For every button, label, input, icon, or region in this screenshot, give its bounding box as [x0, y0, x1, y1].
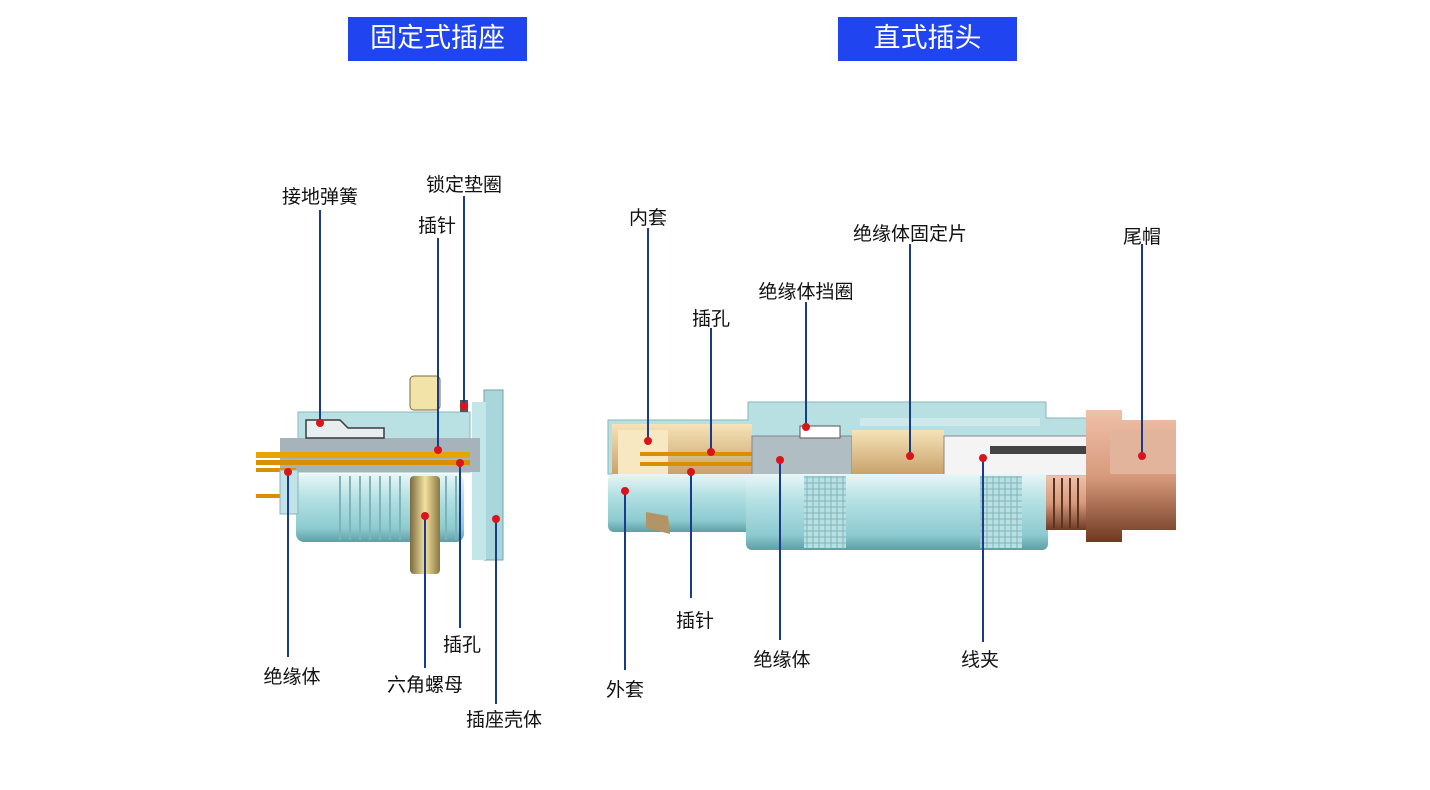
hex-nut-upper: [409, 375, 441, 411]
marker-right-socket: [707, 448, 715, 456]
label-right-insulator: 绝缘体: [753, 649, 811, 671]
marker-lock-washer: [460, 402, 468, 410]
marker-right-pin: [687, 468, 695, 476]
straight-plug-drawing: [607, 401, 1176, 550]
label-inner-sleeve: 内套: [628, 207, 668, 229]
left-pin-2: [256, 460, 470, 465]
left-pin-1: [256, 452, 470, 458]
marker-left-insulator: [284, 468, 292, 476]
label-outer-sleeve: 外套: [605, 679, 645, 701]
title-fixed-receptacle: 固定式插座: [348, 17, 527, 61]
marker-inner-sleeve: [644, 437, 652, 445]
receptacle-flange: [483, 389, 504, 561]
marker-receptacle-shell: [492, 515, 500, 523]
marker-outer-sleeve: [621, 487, 629, 495]
label-cable-clamp: 线夹: [960, 649, 1000, 671]
knurl-band-1: [804, 476, 846, 548]
right-markers: [621, 423, 1146, 495]
marker-left-socket: [456, 459, 464, 467]
label-left-socket: 插孔: [442, 634, 482, 656]
tail-cap-shape: [1086, 410, 1176, 542]
thread-section: [1046, 476, 1088, 530]
label-insulator-fixing-piece: 绝缘体固定片: [852, 223, 968, 245]
marker-insulator-fixing: [906, 452, 914, 460]
label-insulator-retainer: 绝缘体挡圈: [758, 281, 854, 303]
ground-spring-shape: [305, 419, 385, 439]
marker-hex-nut: [421, 512, 429, 520]
label-receptacle-shell: 插座壳体: [465, 709, 543, 731]
cable-clamp-shape: [943, 435, 1111, 477]
marker-tail-cap: [1138, 452, 1146, 460]
left-markers: [284, 402, 500, 523]
label-right-socket: 插孔: [691, 308, 731, 330]
label-right-pin: 插针: [675, 610, 715, 632]
label-left-insulator: 绝缘体: [263, 666, 321, 688]
outer-sleeve-barrel: [608, 474, 758, 532]
title-straight-plug: 直式插头: [838, 17, 1017, 61]
marker-ground-spring: [316, 419, 324, 427]
label-lock-washer: 锁定垫圈: [425, 174, 503, 196]
right-leaders: [624, 228, 1143, 670]
marker-insulator-retainer: [802, 423, 810, 431]
knurl-band-2: [980, 476, 1022, 548]
label-hex-nut: 六角螺母: [386, 674, 464, 696]
left-leaders: [287, 196, 497, 704]
marker-cable-clamp: [979, 454, 987, 462]
label-left-pin: 插针: [417, 215, 457, 237]
label-ground-spring: 接地弹簧: [281, 186, 359, 208]
marker-left-pin: [434, 446, 442, 454]
label-tail-cap: 尾帽: [1122, 226, 1162, 248]
insulator-block: [751, 435, 853, 477]
marker-right-insulator: [776, 456, 784, 464]
